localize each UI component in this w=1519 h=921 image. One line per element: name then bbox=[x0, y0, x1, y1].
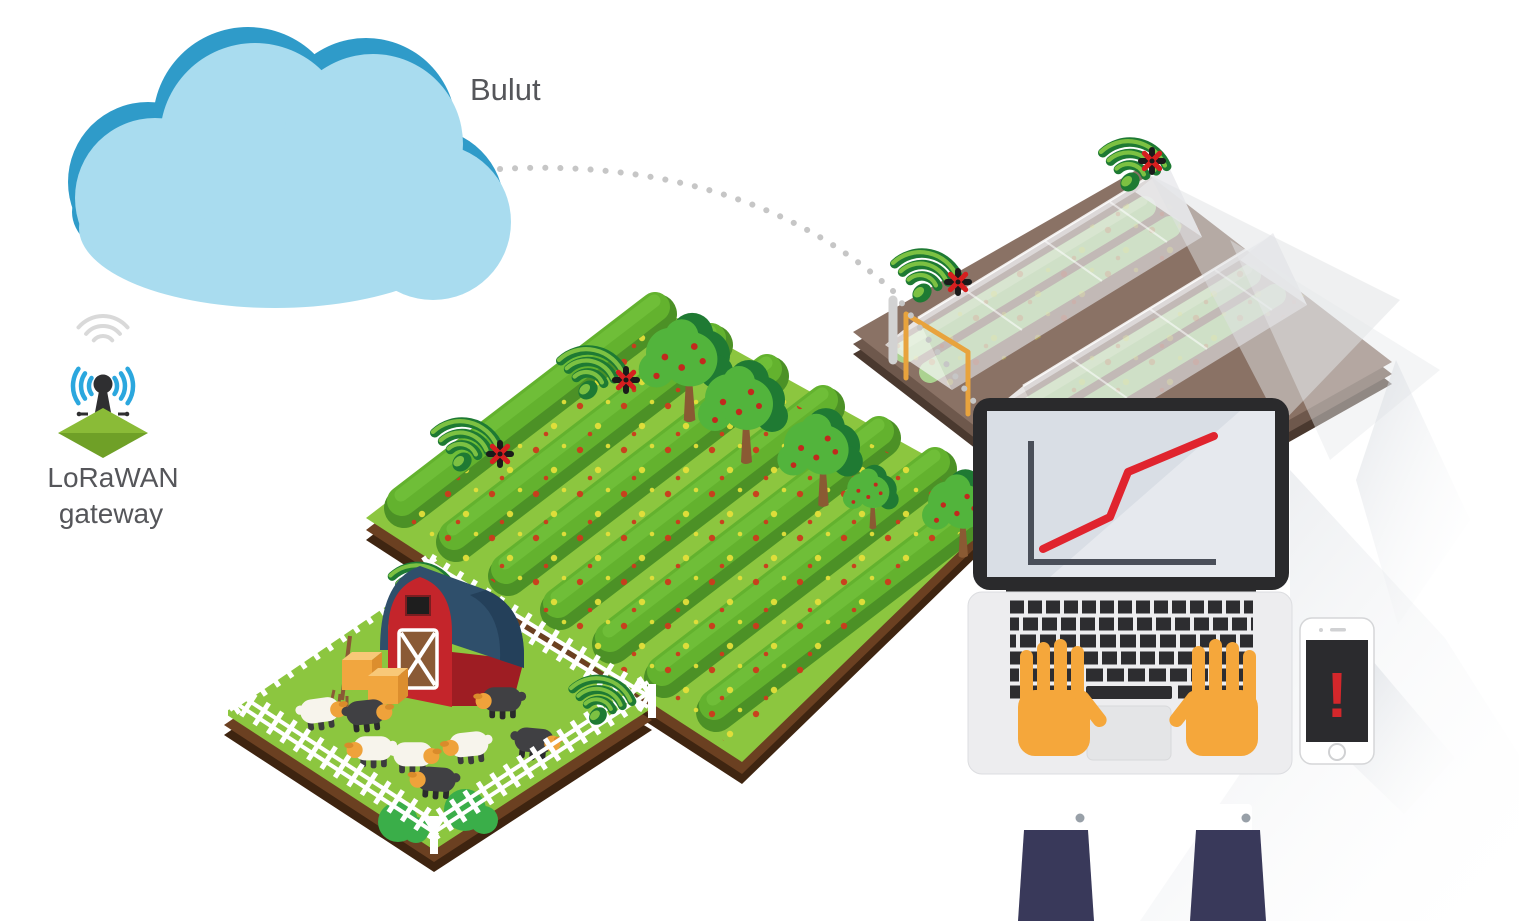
alert-exclamation-icon: ! bbox=[1326, 659, 1347, 731]
left-hand bbox=[1018, 639, 1107, 921]
alert-cross-icon bbox=[615, 369, 637, 391]
cloud-icon bbox=[68, 27, 511, 308]
greenhouse-door-frame bbox=[888, 295, 971, 417]
phone-shadow bbox=[1350, 660, 1455, 814]
signal-waves-blue bbox=[70, 366, 136, 406]
smartphone: ! bbox=[1299, 617, 1375, 765]
shirt-cuff bbox=[1026, 804, 1086, 834]
right-hand bbox=[1169, 639, 1266, 921]
sleeve bbox=[1018, 830, 1094, 921]
alert-cross-icon bbox=[947, 271, 969, 293]
gateway-base bbox=[58, 408, 148, 458]
phone-screen bbox=[1306, 640, 1368, 742]
laptop-screen bbox=[987, 411, 1275, 577]
lorawan-gateway-icon bbox=[58, 313, 148, 458]
animal-pen bbox=[220, 555, 656, 872]
cuff-button bbox=[1241, 813, 1251, 823]
greenhouse-shadow bbox=[1356, 360, 1470, 625]
cloud-link-dotted-line bbox=[497, 164, 980, 409]
shirt-cuff bbox=[1192, 804, 1252, 834]
signal-waves-gray bbox=[76, 313, 130, 343]
screen-chart bbox=[1028, 432, 1218, 565]
alert-cross-icon bbox=[489, 443, 511, 465]
gateway-label-line1: LoRaWAN bbox=[47, 462, 178, 493]
phone-home-button bbox=[1328, 743, 1346, 761]
cuff-button bbox=[1075, 813, 1085, 823]
chart-axes bbox=[1028, 441, 1216, 565]
phone-speaker bbox=[1330, 628, 1346, 632]
chart-line bbox=[1039, 432, 1218, 553]
picket-fence-front bbox=[220, 676, 656, 854]
cloud-label: Bulut bbox=[470, 72, 541, 107]
sleeve bbox=[1190, 830, 1266, 921]
barn-window bbox=[405, 595, 431, 616]
gateway-label-line2: gateway bbox=[59, 498, 163, 529]
phone-camera bbox=[1319, 628, 1323, 632]
alert-cross-icon bbox=[1141, 150, 1163, 172]
